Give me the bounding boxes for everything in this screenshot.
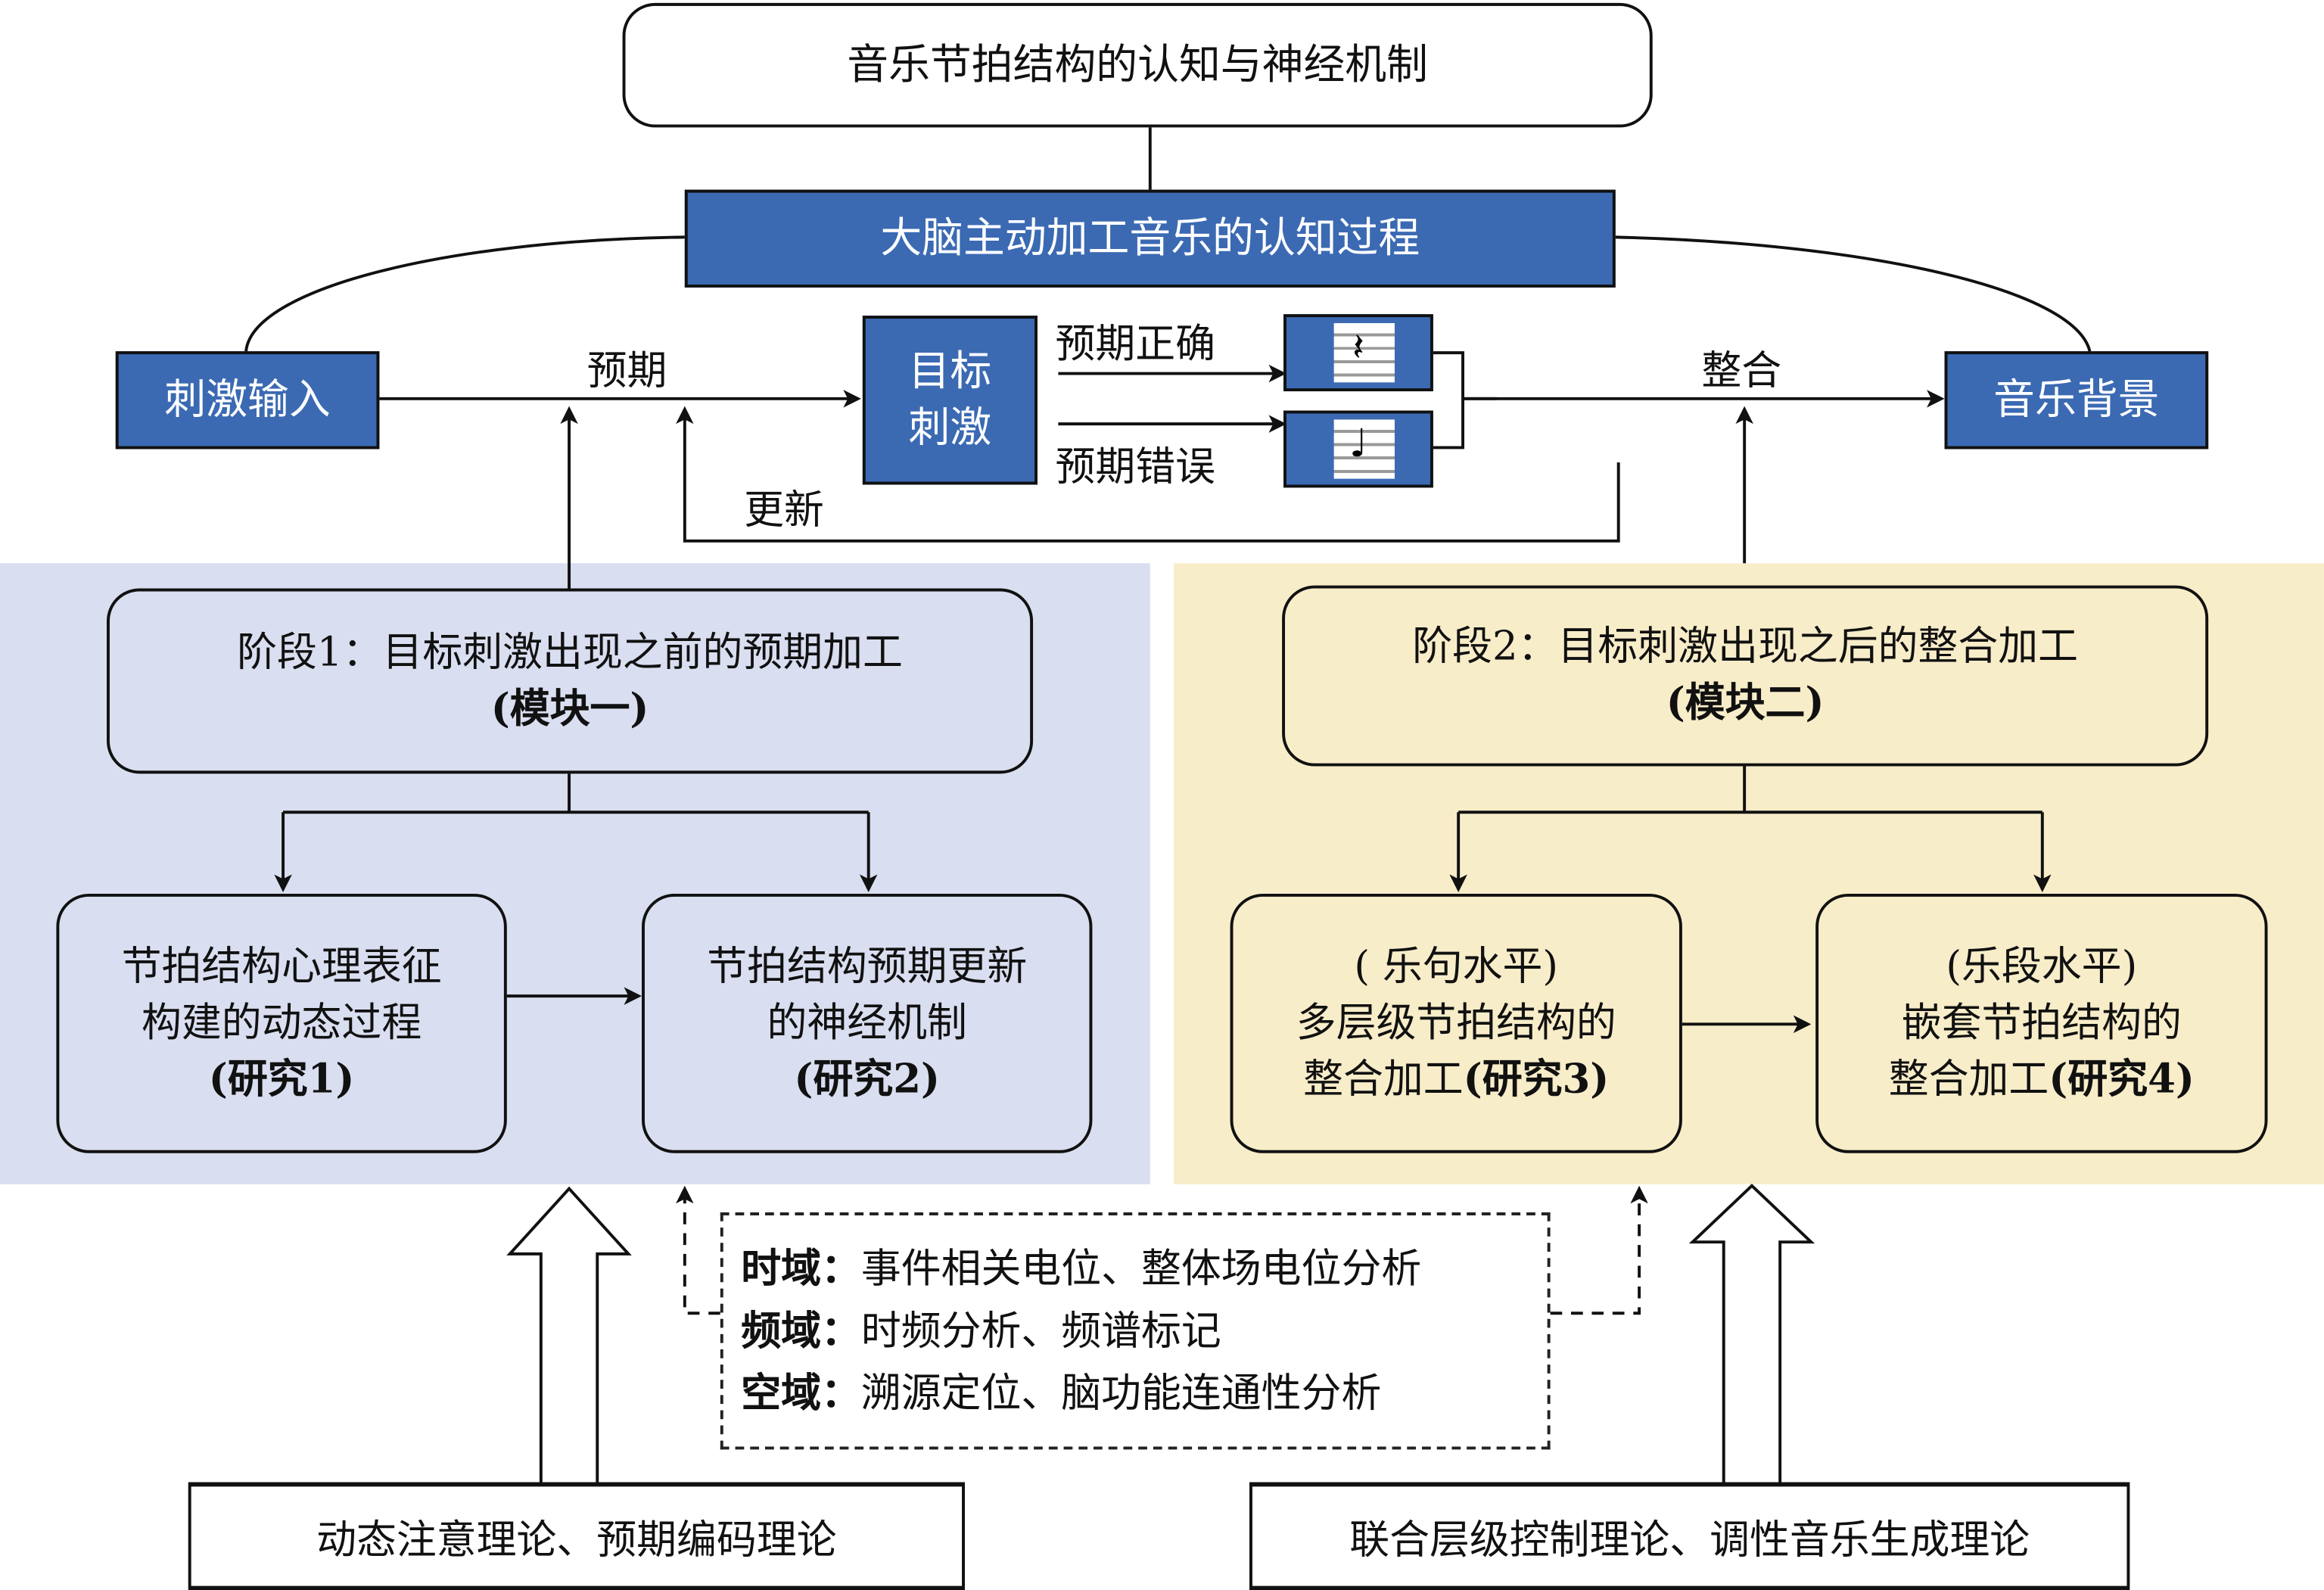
study3-line3: 整合加工 — [1303, 1056, 1464, 1103]
theory-right-label: 联合层级控制理论、调性音乐生成理论 — [1349, 1517, 2030, 1564]
main-title-box: 音乐节拍结构的认知与神经机制 — [622, 2, 1653, 128]
music-context-box: 音乐背景 — [1944, 351, 2209, 450]
method-row: 空域：溯源定位、脑功能连通性分析 — [741, 1364, 1547, 1426]
target-stimulus-line1: 目标 — [908, 347, 992, 396]
study2-line2: 的神经机制 — [767, 1000, 967, 1046]
main-title: 音乐节拍结构的认知与神经机制 — [847, 39, 1429, 89]
method-domain: 时域： — [741, 1246, 861, 1293]
study2-line1: 节拍结构预期更新 — [707, 943, 1028, 990]
study2-tag: (研究2) — [794, 1056, 941, 1103]
study4-line3: 整合加工 — [1888, 1056, 2049, 1103]
study1-line1: 节拍结构心理表征 — [121, 943, 442, 990]
stimulus-input-box: 刺激输入 — [115, 351, 380, 450]
stimulus-input-label: 刺激输入 — [164, 375, 331, 425]
module2-title: 阶段2：目标刺激出现之后的整合加工 — [1412, 624, 2079, 671]
study3-box: ( 乐句水平) 多层级节拍结构的 整合加工(研究3) — [1230, 893, 1682, 1153]
methods-box: 时域：事件相关电位、整体场电位分析 频域：时频分析、频谱标记 空域：溯源定位、脑… — [720, 1212, 1551, 1450]
method-text: 溯源定位、脑功能连通性分析 — [860, 1371, 1382, 1417]
theory-right-hollow-arrow — [1688, 1184, 1815, 1483]
target-stimulus-line2: 刺激 — [908, 403, 992, 453]
correct-staff-box: 𝄽 — [1283, 314, 1433, 392]
study4-box: (乐段水平) 嵌套节拍结构的 整合加工(研究4) — [1815, 893, 2268, 1153]
study3-line2: 多层级节拍结构的 — [1296, 1000, 1616, 1046]
module1-subtitle: (模块一) — [490, 685, 649, 732]
study1-tag: (研究1) — [208, 1056, 355, 1103]
method-row: 时域：事件相关电位、整体场电位分析 — [741, 1239, 1547, 1301]
study3-tag: (研究3) — [1463, 1056, 1610, 1103]
study1-box: 节拍结构心理表征 构建的动态过程 (研究1) — [56, 893, 507, 1153]
expect-correct-label: 预期正确 — [1055, 321, 1215, 368]
method-row: 频域：时频分析、频谱标记 — [741, 1302, 1547, 1364]
update-label: 更新 — [744, 487, 824, 534]
study4-tag: (研究4) — [2049, 1056, 2195, 1103]
theory-left-box: 动态注意理论、预期编码理论 — [188, 1482, 965, 1590]
method-domain: 空域： — [741, 1371, 861, 1417]
module2-subtitle: (模块二) — [1666, 680, 1825, 727]
module1-title: 阶段1：目标刺激出现之前的预期加工 — [237, 629, 903, 676]
arc-right — [1615, 235, 2092, 352]
quarter-rest-icon: 𝄽 — [1352, 325, 1364, 371]
module1-box: 阶段1：目标刺激出现之前的预期加工 (模块一) — [107, 588, 1034, 774]
merge-bracket — [1433, 351, 1498, 450]
quarter-note-icon: ♩ — [1349, 422, 1367, 467]
study2-box: 节拍结构预期更新 的神经机制 (研究2) — [642, 893, 1093, 1153]
brain-process-label: 大脑主动加工音乐的认知过程 — [880, 213, 1420, 263]
integrate-label: 整合 — [1701, 348, 1782, 394]
wrong-staff-box: ♩ — [1283, 410, 1433, 488]
study3-line1: ( 乐句水平) — [1354, 943, 1559, 990]
theory-left-hollow-arrow — [506, 1186, 632, 1483]
arc-left — [244, 235, 685, 352]
expectation-label: 预期 — [586, 348, 667, 394]
method-domain: 频域： — [741, 1308, 861, 1355]
module2-box: 阶段2：目标刺激出现之后的整合加工 (模块二) — [1282, 585, 2209, 767]
brain-process-box: 大脑主动加工音乐的认知过程 — [684, 189, 1616, 288]
study4-line1: (乐段水平) — [1946, 943, 2138, 990]
music-context-label: 音乐背景 — [1993, 375, 2160, 425]
target-stimulus-box: 目标 刺激 — [862, 316, 1038, 485]
study1-line2: 构建的动态过程 — [142, 1000, 422, 1046]
theory-left-label: 动态注意理论、预期编码理论 — [316, 1517, 837, 1564]
methods-dashed-left — [676, 1185, 720, 1315]
study4-line2: 嵌套节拍结构的 — [1901, 1000, 2182, 1046]
methods-dashed-right — [1550, 1185, 1648, 1315]
method-text: 事件相关电位、整体场电位分析 — [860, 1246, 1422, 1293]
theory-right-box: 联合层级控制理论、调性音乐生成理论 — [1249, 1482, 2130, 1590]
expect-wrong-label: 预期错误 — [1055, 444, 1215, 491]
method-text: 时频分析、频谱标记 — [860, 1308, 1221, 1355]
